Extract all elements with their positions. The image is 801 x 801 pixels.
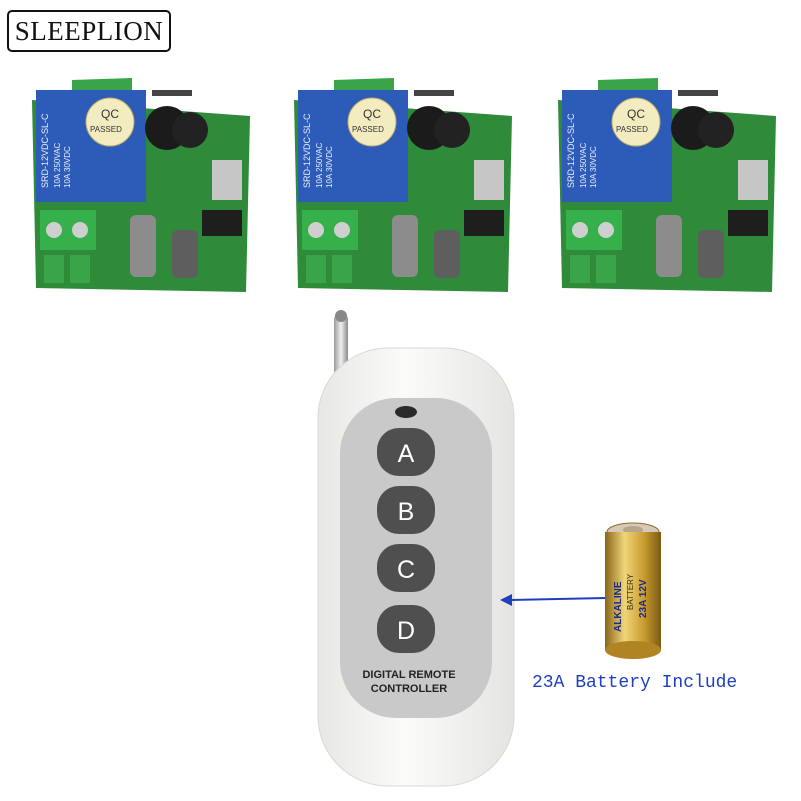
capacitor <box>130 215 156 277</box>
qc-sticker-top: QC <box>627 107 645 121</box>
led-indicator <box>395 406 417 418</box>
remote-button-c[interactable]: C <box>377 544 435 592</box>
button-label: A <box>398 440 415 468</box>
qc-sticker-top: QC <box>101 107 119 121</box>
relay-rating: 10A 30VDC <box>589 146 598 188</box>
battery-23a: ALKALINE BATTERY 23A 12V <box>596 518 670 662</box>
relay-rating: 10A 30VDC <box>63 146 72 188</box>
receiver-module-drawing: SRD-12VDC-SL-C 10A 250VAC 10A 30VDC QC P… <box>294 78 512 292</box>
antenna-tip <box>335 310 347 322</box>
qc-sticker-bottom: PASSED <box>616 125 648 134</box>
qc-sticker-top: QC <box>363 107 381 121</box>
relay-rating: 10A 250VAC <box>53 143 62 188</box>
qc-sticker <box>611 97 661 147</box>
receiver-module-drawing: SRD-12VDC-SL-C 10A 250VAC 10A 30VDC QC P… <box>32 78 250 292</box>
battery-spec: 23A 12V <box>638 579 649 618</box>
qc-sticker <box>347 97 397 147</box>
remote-controller: A B C D DIGITAL REMOTE CONTROLLER <box>300 300 530 790</box>
battery-sub: BATTERY <box>626 573 635 610</box>
qc-sticker-bottom: PASSED <box>352 125 384 134</box>
antenna-coil <box>172 112 208 148</box>
qc-sticker-bottom: PASSED <box>90 125 122 134</box>
receiver-module-drawing: SRD-12VDC-SL-C 10A 250VAC 10A 30VDC QC P… <box>558 78 776 292</box>
button-label: C <box>397 556 415 584</box>
remote-button-d[interactable]: D <box>377 605 435 653</box>
remote-controller-drawing: A B C D DIGITAL REMOTE CONTROLLER <box>317 310 515 787</box>
battery-caption: 23A Battery Include <box>532 673 738 693</box>
brand-logo: SLEEPLION <box>7 10 171 52</box>
remote-label-line2: CONTROLLER <box>371 683 447 695</box>
relay-label: SRD-12VDC-SL-C <box>40 113 50 188</box>
relay-label: SRD-12VDC-SL-C <box>566 113 576 188</box>
relay-label: SRD-12VDC-SL-C <box>302 113 312 188</box>
remote-button-b[interactable]: B <box>377 486 435 534</box>
receiver-module: SRD-12VDC-SL-C 10A 250VAC 10A 30VDC QC P… <box>22 70 258 296</box>
relay-rating: 10A 250VAC <box>579 143 588 188</box>
battery-brand: ALKALINE <box>613 581 624 632</box>
battery-body <box>605 532 661 650</box>
capacitor <box>172 230 198 278</box>
battery-drawing: ALKALINE BATTERY 23A 12V <box>605 522 661 659</box>
pointer-arrow <box>498 590 608 610</box>
antenna <box>334 314 348 376</box>
receiver-module: SRD-12VDC-SL-C 10A 250VAC 10A 30VDC QC P… <box>284 70 520 296</box>
button-label: B <box>398 498 415 526</box>
receiver-module: SRD-12VDC-SL-C 10A 250VAC 10A 30VDC QC P… <box>548 70 784 296</box>
relay-rating: 10A 250VAC <box>315 143 324 188</box>
relay-rating: 10A 30VDC <box>325 146 334 188</box>
arrow-icon <box>500 594 607 606</box>
ic-chip <box>202 210 242 236</box>
button-label: D <box>397 617 415 645</box>
remote-button-a[interactable]: A <box>377 428 435 476</box>
crystal <box>212 160 242 200</box>
qc-sticker <box>85 97 135 147</box>
remote-label-line1: DIGITAL REMOTE <box>362 669 455 681</box>
